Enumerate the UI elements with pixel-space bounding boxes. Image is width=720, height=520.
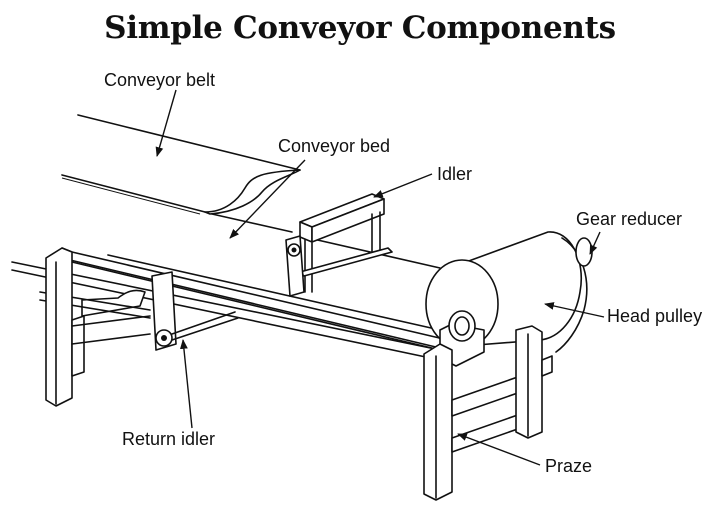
page-title: Simple Conveyor Components (104, 10, 616, 46)
label-head-pulley: Head pulley (607, 306, 703, 326)
head-pulley-drawing (425, 231, 593, 367)
conveyor-belt-drawing (61, 114, 301, 233)
label-return-idler: Return idler (122, 429, 216, 449)
praze-drawing (45, 247, 553, 501)
idler-drawing (285, 193, 393, 297)
label-idler: Idler (437, 164, 473, 184)
label-conveyor-bed: Conveyor bed (278, 136, 391, 156)
label-gear-reducer: Gear reducer (576, 209, 683, 229)
conveyor-bed-drawing (11, 235, 451, 361)
label-conveyor-belt: Conveyor belt (104, 70, 216, 90)
return-idler-drawing (151, 271, 239, 351)
leader-arrows (155, 89, 605, 466)
label-praze: Praze (545, 456, 593, 476)
